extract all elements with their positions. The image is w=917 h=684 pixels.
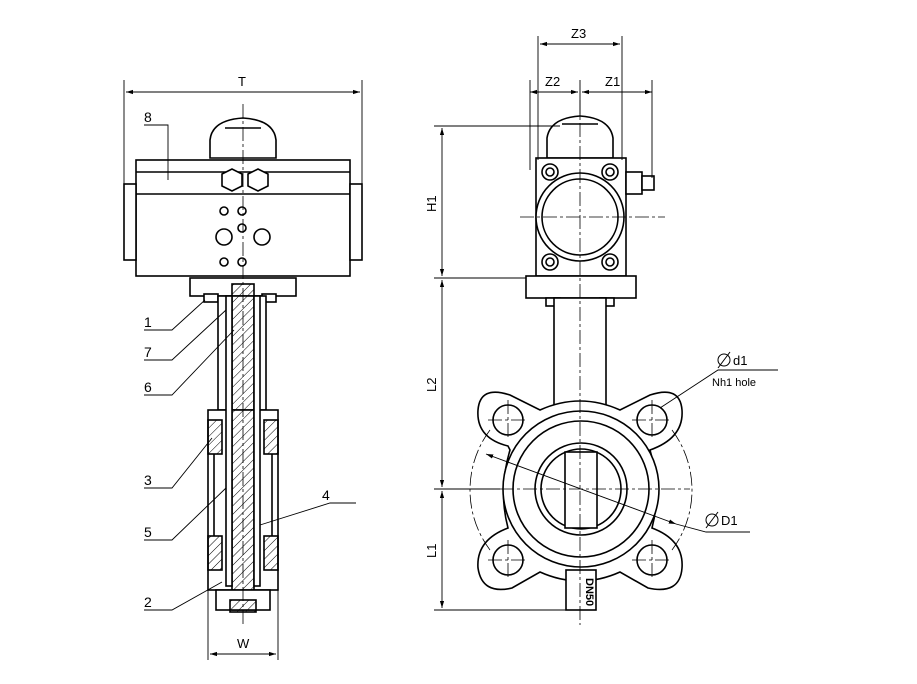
dimension-W: W <box>237 636 250 651</box>
callout-1: 1 <box>144 314 152 330</box>
dimension-T: T <box>238 74 246 89</box>
dimension-d1: d1 <box>733 353 747 368</box>
callout-5: 5 <box>144 524 152 540</box>
callout-6: 6 <box>144 379 152 395</box>
hole-count-note: Nh1 hole <box>712 377 756 389</box>
dimension-L2: L2 <box>424 378 439 392</box>
diameter-D1-label: D1 <box>705 511 738 529</box>
dimension-L1: L1 <box>424 544 439 558</box>
callout-8: 8 <box>144 109 152 125</box>
dimension-lines-right <box>434 36 778 611</box>
dimension-Z2: Z2 <box>545 74 560 89</box>
dimension-H1: H1 <box>424 195 439 212</box>
diameter-d1-label: d1 Nh1 hole <box>712 351 756 389</box>
dimension-Z3: Z3 <box>571 26 586 41</box>
dimension-lines-left <box>123 80 363 660</box>
callout-3: 3 <box>144 472 152 488</box>
callout-2: 2 <box>144 594 152 610</box>
body-marking-text: DN50 <box>583 578 595 606</box>
dimension-Z1: Z1 <box>605 74 620 89</box>
dimension-D1: D1 <box>721 513 738 528</box>
side-section-view <box>123 104 363 625</box>
callout-labels: 8 1 7 6 3 5 4 2 <box>144 109 330 610</box>
callout-4: 4 <box>322 487 330 503</box>
callout-7: 7 <box>144 344 152 360</box>
dimension-labels-right: Z3 Z2 Z1 H1 L2 L1 <box>424 26 620 558</box>
